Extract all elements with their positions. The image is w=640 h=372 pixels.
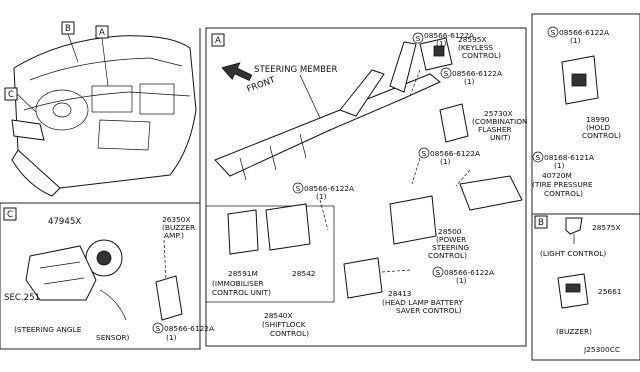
view-b-label: B: [65, 24, 71, 34]
inset-b-box: [534, 215, 548, 229]
part-26350x: 26350X: [162, 215, 191, 224]
svg-text:S: S: [156, 324, 161, 333]
part-40720m: 40720M: [542, 171, 572, 180]
inset-hold-control: S 08566-6122A (1) 18990 (HOLD CONTROL): [547, 26, 621, 140]
svg-text:(KEYLESS: (KEYLESS: [458, 43, 493, 52]
svg-text:(1): (1): [440, 157, 451, 166]
tire-pressure-part: [459, 175, 523, 211]
part-28413: 28413: [388, 289, 412, 298]
panel-a-box: [211, 33, 225, 47]
svg-text:S: S: [422, 149, 427, 158]
part-28540x: 28540X: [264, 311, 293, 320]
svg-text:S: S: [436, 268, 441, 277]
panel-a-label: A: [215, 36, 221, 46]
svg-text:S: S: [296, 184, 301, 193]
svg-text:(BUZZER): (BUZZER): [556, 327, 592, 336]
svg-text:(HOLD: (HOLD: [586, 123, 610, 132]
view-c-label: C: [8, 90, 14, 100]
svg-text:S: S: [551, 28, 556, 37]
part-28591m: 28591M: [228, 269, 258, 278]
bolt-label-e: 08566-6122A: [444, 268, 494, 277]
dashboard-illustration: B A C: [4, 21, 197, 197]
combination-flasher-part: [439, 103, 469, 143]
svg-text:(SHIFTLOCK: (SHIFTLOCK: [262, 320, 306, 329]
svg-text:(HEAD LAMP BATTERY: (HEAD LAMP BATTERY: [382, 298, 464, 307]
bolt-label-top: 08566-6122A: [424, 31, 474, 40]
s-circle-top: [412, 32, 424, 44]
part-25661: 25661: [598, 287, 622, 296]
svg-text:CONTROL): CONTROL): [462, 51, 501, 60]
svg-text:AMP.): AMP.): [164, 231, 184, 240]
bolt-label-hold: 08566-6122A: [559, 28, 609, 37]
view-a-label: A: [99, 28, 105, 38]
light-control-part: [565, 217, 583, 235]
svg-text:(TIRE PRESSURE: (TIRE PRESSURE: [532, 180, 593, 189]
svg-text:C: C: [7, 210, 13, 220]
bolt-label-b: 08566-6122A: [452, 69, 502, 78]
bolt-label-c: 08566-6122A: [430, 149, 480, 158]
immobiliser-unit-part: [265, 203, 311, 251]
svg-text:CONTROL): CONTROL): [582, 131, 621, 140]
svg-text:CONTROL): CONTROL): [270, 329, 309, 338]
bolt-label-f: 08566-6122A: [164, 324, 214, 333]
svg-text:(1): (1): [456, 276, 467, 285]
svg-text:STEERING: STEERING: [432, 243, 469, 252]
svg-text:(1): (1): [436, 39, 447, 48]
svg-text:(LIGHT CONTROL): (LIGHT CONTROL): [540, 249, 606, 258]
svg-text:(1): (1): [316, 192, 327, 201]
svg-text:(IMMOBILISER: (IMMOBILISER: [212, 279, 264, 288]
svg-text:S: S: [536, 153, 541, 162]
bolt-label-d: 08566-6122A: [304, 184, 354, 193]
svg-text:(1): (1): [554, 161, 565, 170]
bolt-label-08168: 08168-6121A: [544, 153, 594, 162]
svg-text:(1): (1): [570, 36, 581, 45]
svg-text:(POWER: (POWER: [436, 235, 466, 244]
svg-text:(1): (1): [464, 77, 475, 86]
panel-frames: [0, 13, 640, 361]
immobiliser-part: [227, 209, 259, 255]
part-28500: 28500: [438, 227, 462, 236]
headlamp-saver-part: [343, 257, 383, 299]
svg-text:CONTROL): CONTROL): [428, 251, 467, 260]
front-arrow-icon: [221, 62, 253, 82]
svg-text:(BUZZER: (BUZZER: [162, 223, 195, 232]
svg-text:(1): (1): [166, 333, 177, 342]
buzzer-amp-part: [155, 275, 183, 321]
part-28575x: 28575X: [592, 223, 621, 232]
power-steering-part: [389, 195, 437, 245]
svg-text:CONTROL): CONTROL): [544, 189, 583, 198]
part-28542: 28542: [292, 269, 316, 278]
svg-text:S: S: [444, 69, 449, 78]
inset-c-box: [3, 207, 17, 221]
svg-text:(STEERING ANGLE: (STEERING ANGLE: [14, 325, 82, 334]
svg-text:(COMBINATION: (COMBINATION: [472, 117, 528, 126]
part-25730x: 25730X: [484, 109, 513, 118]
svg-text:CONTROL UNIT): CONTROL UNIT): [212, 288, 271, 297]
sec-251-label: SEC.251: [4, 293, 40, 303]
part-28595x: 28595X: [458, 35, 487, 44]
svg-text:UNIT): UNIT): [490, 133, 511, 142]
main-panel: A FRONT STEERING MEMBER S 08566-6122A (1…: [152, 31, 594, 342]
svg-text:FLASHER: FLASHER: [478, 125, 512, 134]
svg-text:SAVER CONTROL): SAVER CONTROL): [396, 306, 462, 315]
steering-member-label: STEERING MEMBER: [254, 65, 337, 75]
part-47945x: 47945X: [48, 217, 81, 227]
inset-light-buzzer: B 28575X (LIGHT CONTROL) 25661 (BUZZER) …: [534, 215, 622, 354]
svg-text:B: B: [538, 218, 544, 228]
part-18990: 18990: [586, 115, 610, 124]
svg-text:SENSOR): SENSOR): [96, 333, 130, 342]
inset-steering-angle: C 47945X SEC.251 (STEERING ANGLE SENSOR): [3, 207, 130, 342]
svg-text:S: S: [416, 34, 421, 43]
diagram-ref: J25300CC: [583, 345, 620, 354]
